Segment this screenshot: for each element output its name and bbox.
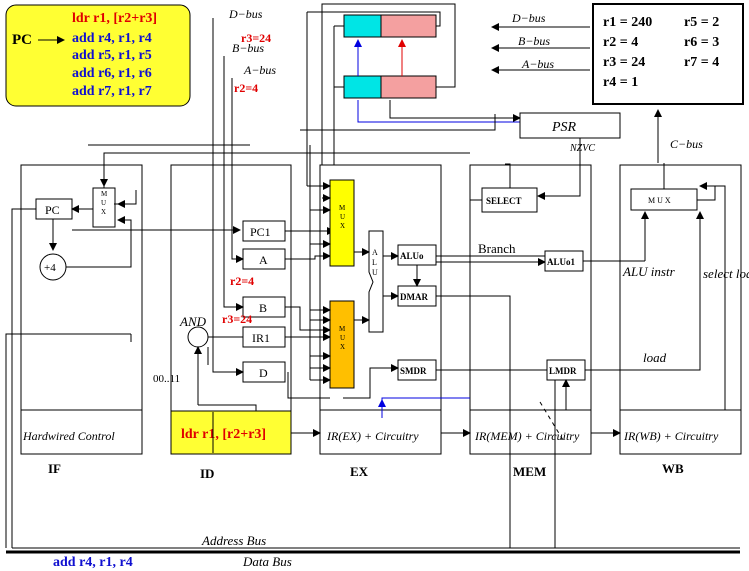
r3-top-annotation: r3=24 [241,31,271,45]
id-instruction: ldr r1, [r2+r3] [181,427,266,442]
reg-r1: r1 = 240 [603,15,652,30]
d-bus-label: D−bus [228,7,263,21]
program-line-1: ldr r1, [r2+r3] [72,11,157,26]
b-bus-label: B−bus [232,41,264,55]
reg-r3: r3 = 24 [603,55,645,70]
d-register-label: D [259,366,268,380]
svg-text:MUX: MUX [339,204,346,230]
psr-register [519,112,621,139]
r3-mid-annotation: r3=24 [222,312,252,326]
reg-r7: r7 = 4 [684,55,719,70]
a-register-label: A [259,253,268,267]
reg-r4: r4 = 1 [603,75,638,90]
lmdr-label: LMDR [549,366,577,376]
register-file-values: r1 = 240 r2 = 4 r3 = 24 r4 = 1 r5 = 2 r6… [592,3,744,105]
and-gate-label: AND [179,314,207,329]
and-bits-label: 00..11 [153,373,180,385]
alu-instr-label: ALU instr [622,264,676,279]
stage-if-box [20,164,143,455]
ir-mem-label: IR(MEM) + Circuitry [474,429,580,443]
stage-id-label: ID [200,466,214,481]
aluo-label: ALUo [400,251,424,261]
c-bus-label: C−bus [670,137,703,151]
register-file [343,14,437,99]
load-label: load [643,350,667,365]
svg-text:MUX: MUX [339,325,346,351]
program-line-3: add r5, r1, r5 [72,48,152,63]
svg-text:ALU: ALU [372,248,378,277]
stage-wb-label: WB [662,461,684,476]
a-bus-label: A−bus [243,63,276,77]
reg-r5: r5 = 2 [684,15,719,30]
pc-register-label: PC [45,203,60,217]
program-pc-label: PC [12,32,32,48]
stage-mem-label: MEM [513,464,546,479]
data-bus-label: Data Bus [242,554,292,569]
r2-top-annotation: r2=4 [234,81,258,95]
right-d-bus-label: D−bus [511,11,546,25]
right-a-bus-label: A−bus [521,57,554,71]
stage-mem-box [469,164,592,455]
reg-r6: r6 = 3 [684,35,719,50]
hardwired-control-label: Hardwired Control [22,429,115,443]
right-b-bus-label: B−bus [518,34,550,48]
dmar-label: DMAR [400,292,428,302]
incrementer-label: +4 [44,262,56,274]
data-bus-value: add r4, r1, r4 [53,555,133,570]
stage-ex-label: EX [350,464,369,479]
address-bus-label: Address Bus [201,533,266,548]
program-box: PC ldr r1, [r2+r3] add r4, r1, r4 add r5… [5,4,191,107]
psr-flags-label: NZVC [569,143,595,154]
b-register-label: B [259,301,267,315]
reg-r2: r2 = 4 [603,35,638,50]
stage-wb-box [619,164,742,455]
aluo1-label: ALUo1 [547,257,576,267]
r2-mid-annotation: r2=4 [230,274,254,288]
ir-wb-label: IR(WB) + Circuitry [623,429,719,443]
id-instruction-register [170,410,292,455]
ir1-label: IR1 [252,331,270,345]
and-gate [187,326,209,348]
smdr-label: SMDR [400,366,427,376]
branch-label: Branch [478,241,516,256]
ir-ex-label: IR(EX) + Circuitry [326,429,419,443]
stage-if-label: IF [48,461,61,476]
select-box [481,187,538,213]
psr-label: PSR [551,120,577,135]
program-line-5: add r7, r1, r7 [72,84,152,99]
select-load-label: select load [703,266,749,281]
select-label: SELECT [486,196,522,206]
pc1-label: PC1 [250,225,271,239]
program-line-2: add r4, r1, r4 [72,31,152,46]
wb-mux-label: M U X [648,196,671,205]
program-line-4: add r6, r1, r6 [72,66,152,81]
